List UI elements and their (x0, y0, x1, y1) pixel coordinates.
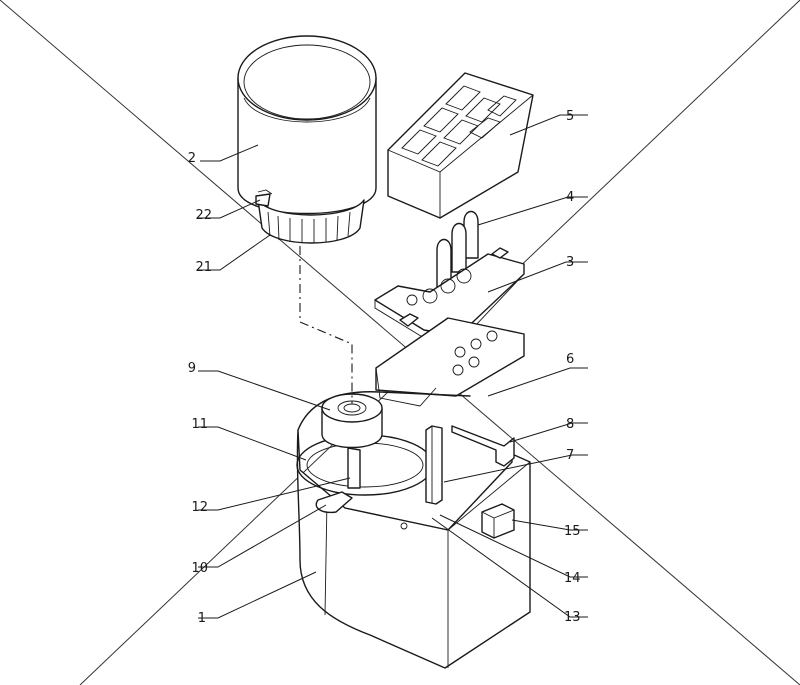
part-15-connector (481, 503, 515, 539)
tab-body (255, 193, 271, 207)
cap-top-rim (243, 44, 371, 120)
part-12-stem (347, 447, 361, 489)
label-5: 5 (566, 109, 574, 124)
board-connector (399, 313, 419, 327)
label-8: 8 (566, 417, 574, 432)
label-9: 9 (188, 361, 196, 376)
assembly-axis (299, 246, 353, 404)
label-15: 15 (564, 524, 581, 539)
label-22: 22 (195, 208, 212, 223)
part-8-clip (451, 425, 515, 467)
leader-lines (198, 114, 588, 619)
pin-b (451, 222, 467, 273)
part-2-cylinder-cap (237, 35, 377, 215)
part-6-spacer-block (375, 317, 525, 407)
part-10-spout (315, 491, 353, 514)
label-14: 14 (564, 571, 581, 586)
spacer-outline (375, 317, 525, 397)
label-3: 3 (566, 255, 574, 270)
part-5-tray-block (387, 72, 534, 219)
label-12: 12 (191, 500, 208, 515)
tray-outline (387, 72, 534, 219)
part-4-electrodes (436, 210, 479, 289)
part-1-housing (296, 429, 531, 669)
label-2: 2 (188, 151, 196, 166)
label-10: 10 (191, 561, 208, 576)
tray-pockets (401, 85, 517, 167)
pin-a (463, 210, 479, 259)
cup-top (321, 393, 383, 423)
label-21: 21 (195, 260, 212, 275)
label-11: 11 (191, 417, 208, 432)
label-7: 7 (566, 448, 574, 463)
label-1: 1 (198, 611, 206, 626)
cap-band (243, 97, 371, 123)
label-6: 6 (566, 352, 574, 367)
part-21-knurled-ring (257, 199, 365, 244)
housing-body (296, 429, 531, 669)
cap-top (237, 35, 377, 121)
part-labels: 2 22 21 5 4 3 6 8 7 9 11 12 10 1 15 14 1… (188, 109, 581, 626)
part-9-cup (321, 393, 383, 449)
part-7-post (425, 425, 443, 505)
label-13: 13 (564, 610, 581, 625)
ring-knurls (267, 211, 351, 243)
label-4: 4 (566, 190, 574, 205)
